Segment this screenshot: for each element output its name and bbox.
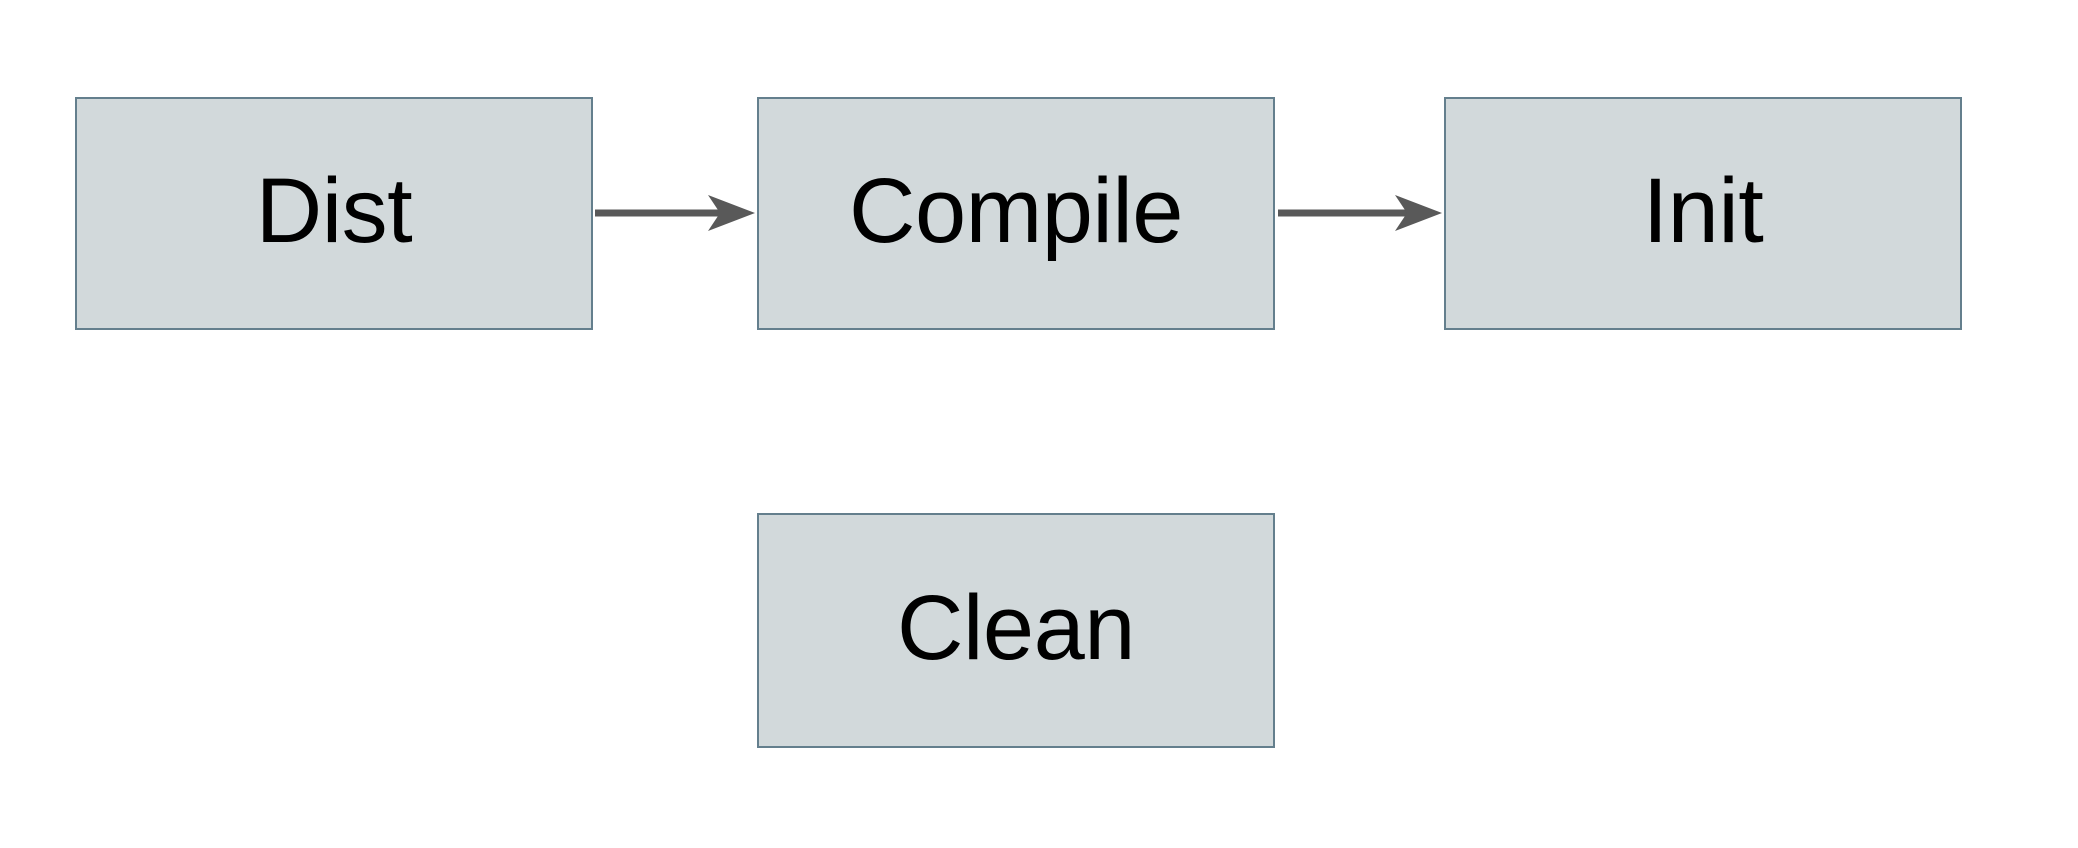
- arrow-dist-to-compile: [595, 195, 755, 231]
- node-dist: Dist: [75, 97, 593, 330]
- node-label: Compile: [849, 159, 1183, 262]
- node-label: Dist: [255, 159, 413, 262]
- node-compile: Compile: [757, 97, 1275, 330]
- node-init: Init: [1444, 97, 1962, 330]
- node-label: Clean: [897, 576, 1135, 679]
- node-label: Init: [1642, 159, 1764, 262]
- arrow-compile-to-init: [1278, 195, 1442, 231]
- arrowhead-icon: [1395, 195, 1442, 231]
- arrowhead-icon: [708, 195, 755, 231]
- node-clean: Clean: [757, 513, 1275, 748]
